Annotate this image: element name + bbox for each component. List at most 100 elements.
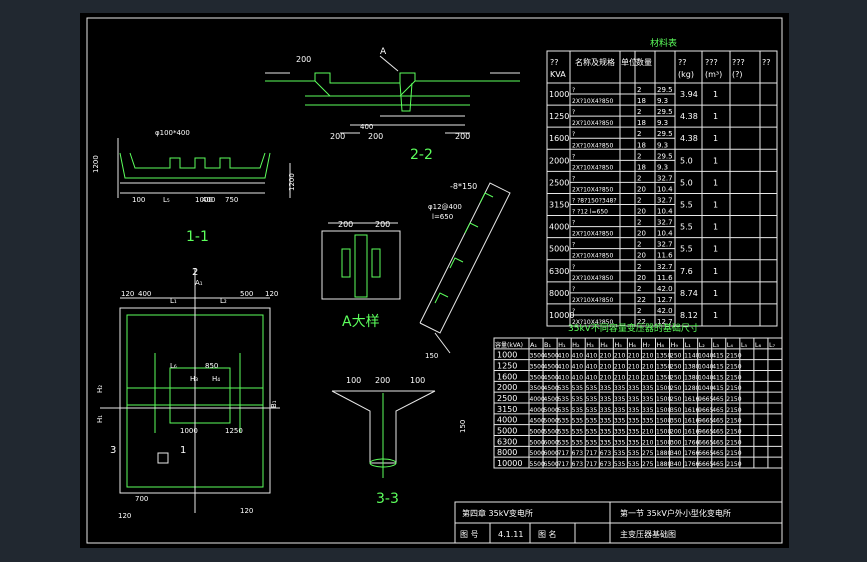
dim-cell-0-10: 1350 bbox=[656, 353, 671, 360]
dim-cell-7-7: 335 bbox=[614, 429, 626, 436]
dim-cell-3-15: 2150 bbox=[726, 385, 741, 392]
section-1-1-title: 1-1 bbox=[186, 229, 209, 245]
dim-400-top: 400 bbox=[360, 123, 373, 131]
material-vol-8: 7.6 bbox=[680, 267, 693, 276]
dim-header-14: L₃ bbox=[713, 341, 720, 349]
material-spec-3-1: 2X?10X4?850 bbox=[572, 164, 613, 171]
material-wt-7-0: 32.7 bbox=[657, 241, 673, 249]
dim-header-11: H₉ bbox=[671, 341, 679, 349]
material-kva-1: 1250 bbox=[549, 112, 569, 121]
dim-cell-10-8: 535 bbox=[628, 461, 640, 468]
dim-header-13: L₂ bbox=[699, 341, 706, 349]
dim-cell-9-9: 275 bbox=[642, 450, 654, 457]
dim-cell-5-10: 1500 bbox=[656, 407, 671, 414]
material-wt-0-1: 9.3 bbox=[657, 97, 668, 105]
dim-cell-3-12: 1280 bbox=[684, 385, 699, 392]
dim-cell-1-7: 210 bbox=[614, 364, 626, 371]
dim-cell-7-14: 465 bbox=[712, 429, 724, 436]
dim-l1: L₁ bbox=[170, 297, 177, 305]
dim-cell-6-5: 535 bbox=[586, 418, 598, 425]
material-vol-5: 5.5 bbox=[680, 201, 693, 210]
dim-cell-7-1: 5000 bbox=[530, 429, 545, 436]
dim-cell-8-4: 535 bbox=[572, 439, 584, 446]
dim-cell-3-13: 1040 bbox=[698, 385, 713, 392]
material-qty-9-1: 22 bbox=[637, 296, 646, 304]
dim-cell-8-13: 6665 bbox=[698, 439, 713, 446]
dim-cell-5-9: 335 bbox=[642, 407, 654, 414]
material-spec-0-0: ? bbox=[572, 87, 575, 94]
material-kva-2: 1600 bbox=[549, 134, 569, 143]
dim-cell-9-1: 5000 bbox=[530, 450, 545, 457]
dim-cell-2-4: 410 bbox=[572, 374, 584, 381]
dim-cell-8-7: 335 bbox=[614, 439, 626, 446]
dim-header-17: L₆ bbox=[755, 341, 762, 349]
dim-400-c: 400 bbox=[138, 290, 151, 298]
dim-cell-10-14: 465 bbox=[712, 461, 724, 468]
dim-1000-b: 1000 bbox=[180, 427, 198, 435]
title-chapter: 第四章 35kV变电所 bbox=[462, 508, 533, 518]
material-wt-0-0: 29.5 bbox=[657, 86, 673, 94]
dim-200-mid: 200 bbox=[330, 132, 345, 141]
material-qty-3-0: 2 bbox=[637, 152, 641, 160]
dim-cell-9-14: 465 bbox=[712, 450, 724, 457]
dim-cell-7-2: 5500 bbox=[544, 429, 559, 436]
dim-header-16: L₅ bbox=[741, 341, 748, 349]
material-spec-10-0: ? bbox=[572, 308, 575, 315]
dim-cell-10-0: 10000 bbox=[497, 459, 522, 468]
dim-cell-1-10: 1350 bbox=[656, 364, 671, 371]
dim-header-5: H₃ bbox=[586, 341, 594, 349]
title-name-label: 图 名 bbox=[538, 529, 557, 539]
material-header-6: ??? bbox=[732, 58, 745, 67]
dim-cell-0-2: 4500 bbox=[544, 353, 559, 360]
material-vol-4: 5.0 bbox=[680, 178, 693, 187]
dim-cell-0-13: 1040 bbox=[698, 353, 713, 360]
material-num-7: 1 bbox=[713, 245, 718, 254]
dim-header-2: B₁ bbox=[544, 341, 551, 349]
dim-cell-3-0: 2000 bbox=[497, 383, 517, 392]
dim-cell-6-12: 1616 bbox=[684, 418, 699, 425]
material-qty-3-1: 18 bbox=[637, 163, 646, 171]
material-num-9: 1 bbox=[713, 289, 718, 298]
dim-cell-2-8: 210 bbox=[628, 374, 640, 381]
dim-cell-6-14: 465 bbox=[712, 418, 724, 425]
dim-cell-3-9: 335 bbox=[642, 385, 654, 392]
material-wt-5-1: 10.4 bbox=[657, 208, 673, 216]
dim-cell-1-13: 1040 bbox=[698, 364, 713, 371]
dim-100-b: 100 bbox=[346, 376, 361, 385]
material-header-2: 单位 bbox=[621, 57, 637, 67]
dim-l6: L₆ bbox=[170, 362, 177, 370]
dim-cell-10-13: 6665 bbox=[698, 461, 713, 468]
dim-120-a: 120 bbox=[121, 290, 134, 298]
material-wt-9-1: 12.7 bbox=[657, 296, 673, 304]
cad-drawing-canvas: A 200 400 200 200 200 2-2 φ100*400 100 L… bbox=[80, 13, 789, 548]
dim-header-12: L₁ bbox=[685, 341, 692, 349]
dim-cell-10-11: 340 bbox=[670, 461, 682, 468]
dim-cell-5-1: 4000 bbox=[530, 407, 545, 414]
mark-1-plan: 1 bbox=[180, 445, 186, 456]
material-qty-6-0: 2 bbox=[637, 219, 641, 227]
dim-cell-5-14: 465 bbox=[712, 407, 724, 414]
dim-cell-5-11: 350 bbox=[670, 407, 682, 414]
material-wt-10-0: 42.0 bbox=[657, 307, 673, 315]
material-qty-6-1: 20 bbox=[637, 230, 646, 238]
dim-200-right: 200 bbox=[455, 132, 470, 141]
material-spec-7-1: 2X?10X4?850 bbox=[572, 253, 613, 260]
material-vol-10: 8.12 bbox=[680, 311, 698, 320]
dim-cell-7-10: 1500 bbox=[656, 429, 671, 436]
dim-cell-1-11: 250 bbox=[670, 364, 682, 371]
material-spec-2-1: 2X?10X4?850 bbox=[572, 142, 613, 149]
dim-cell-6-1: 4500 bbox=[530, 418, 545, 425]
dim-cell-1-3: 410 bbox=[558, 364, 570, 371]
section-1-1-view: φ100*400 100 L₅ 400 750 1000 1200 1200 1… bbox=[92, 129, 296, 245]
material-wt-4-0: 32.7 bbox=[657, 174, 673, 182]
material-spec-3-0: ? bbox=[572, 153, 575, 160]
material-spec-9-1: 2X?10X4?850 bbox=[572, 297, 613, 304]
dim-cell-3-2: 4500 bbox=[544, 385, 559, 392]
dim-h3: H₃ bbox=[190, 375, 198, 383]
material-num-4: 1 bbox=[713, 178, 718, 187]
dim-cell-6-0: 4000 bbox=[497, 416, 517, 425]
title-section: 第一节 35kV户外小型化变电所 bbox=[620, 508, 731, 518]
dim-cell-5-8: 335 bbox=[628, 407, 640, 414]
section-3-3-title: 3-3 bbox=[376, 491, 399, 507]
dim-100-a: 100 bbox=[132, 196, 145, 204]
